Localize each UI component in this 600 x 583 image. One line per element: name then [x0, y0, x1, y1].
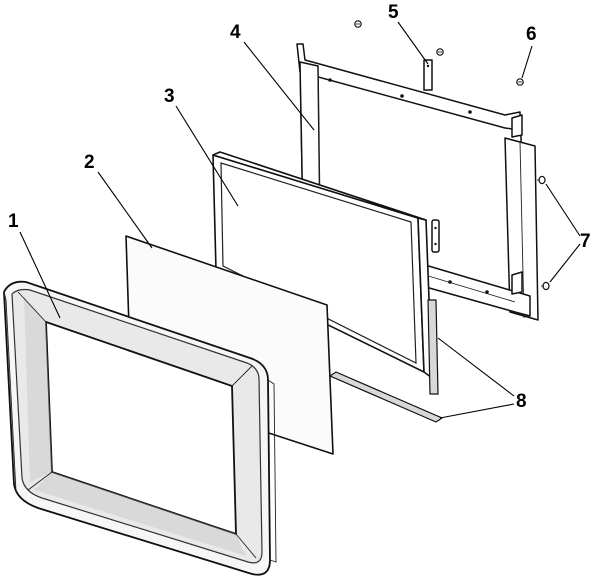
callout-2: 2: [84, 152, 95, 173]
screw-top-right: [516, 78, 524, 86]
screws: [354, 20, 550, 291]
leader-6: [521, 45, 533, 79]
callout-3: 3: [164, 86, 175, 107]
screw-top-left: [354, 20, 362, 28]
screw-side-upper: [537, 175, 546, 185]
leader-7a: [545, 183, 581, 237]
lcd-panel: [212, 151, 433, 379]
leader-5: [397, 21, 429, 65]
callout-8: 8: [516, 391, 527, 412]
screw-top-mid: [436, 48, 444, 56]
callout-1: 1: [8, 211, 19, 232]
leader-2: [97, 171, 153, 249]
leader-1: [19, 231, 61, 319]
screw-side-lower: [541, 281, 550, 291]
bezel-frame: [3, 280, 277, 576]
leader-8a: [437, 337, 515, 397]
leader-lines: [19, 21, 581, 419]
leader-4: [243, 41, 315, 131]
leader-7b: [549, 243, 581, 283]
leader-8b: [439, 403, 515, 419]
callout-5: 5: [388, 2, 399, 23]
callout-6: 6: [526, 24, 537, 45]
callout-4: 4: [230, 22, 241, 43]
callout-7: 7: [580, 231, 591, 252]
callout-labels: 1 2 3 4 5 6 7 8: [8, 2, 591, 412]
leader-3: [175, 105, 239, 207]
